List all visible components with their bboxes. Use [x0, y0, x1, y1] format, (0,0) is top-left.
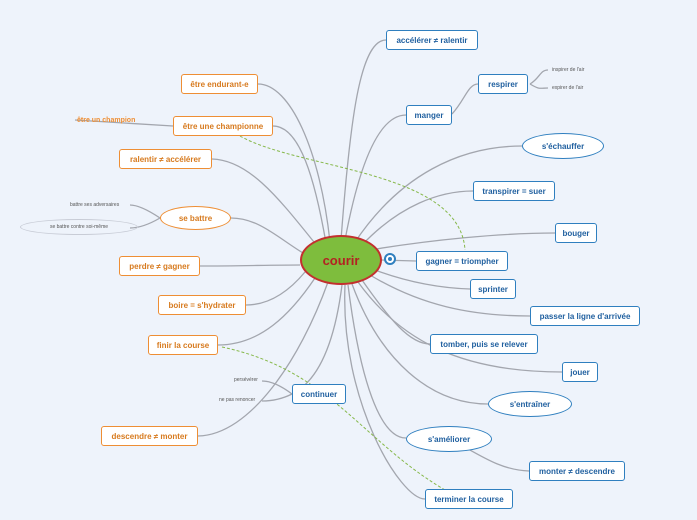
node-accelerer-ralentir[interactable]: accélérer ≠ ralentir	[386, 30, 478, 50]
sub-expirer-de-l-air[interactable]: expirer de l'air	[552, 85, 584, 91]
node-descendre-monter[interactable]: descendre ≠ monter	[101, 426, 198, 446]
node-terminer-la-course[interactable]: terminer la course	[425, 489, 513, 509]
collapse-toggle-icon[interactable]	[384, 253, 396, 265]
sub-ne-pas-renoncer[interactable]: ne pas renoncer	[219, 397, 256, 403]
node-etre-endurant[interactable]: être endurant-e	[181, 74, 258, 94]
node-etre-une-championne[interactable]: être une championne	[173, 116, 273, 136]
node-continuer[interactable]: continuer	[292, 384, 346, 404]
sub-inspirer-de-l-air[interactable]: inspirer de l'air	[552, 67, 585, 73]
sub-se-battre-contre-soi-meme[interactable]: se battre contre soi-même	[20, 219, 138, 235]
node-ralentir-accelerer[interactable]: ralentir ≠ accélérer	[119, 149, 212, 169]
node-s-ameliorer[interactable]: s'améliorer	[406, 426, 492, 452]
node-se-battre[interactable]: se battre	[160, 206, 231, 230]
node-respirer[interactable]: respirer	[478, 74, 528, 94]
node-monter-descendre[interactable]: monter ≠ descendre	[529, 461, 625, 481]
node-passer-la-ligne[interactable]: passer la ligne d'arrivée	[530, 306, 640, 326]
node-s-entrainer[interactable]: s'entraîner	[488, 391, 572, 417]
node-boire-s-hydrater[interactable]: boire = s'hydrater	[158, 295, 246, 315]
sub-battre-ses-adversaires[interactable]: battre ses adversaires	[70, 202, 120, 208]
node-transpirer-suer[interactable]: transpirer = suer	[473, 181, 555, 201]
node-manger[interactable]: manger	[406, 105, 452, 125]
sub-perseverer[interactable]: persévérer	[234, 377, 258, 383]
sub-etre-un-champion[interactable]: être un champion	[77, 116, 136, 124]
node-tomber-se-relever[interactable]: tomber, puis se relever	[430, 334, 538, 354]
node-perdre-gagner[interactable]: perdre ≠ gagner	[119, 256, 200, 276]
node-bouger[interactable]: bouger	[555, 223, 597, 243]
node-sprinter[interactable]: sprinter	[470, 279, 516, 299]
node-s-echauffer[interactable]: s'échauffer	[522, 133, 604, 159]
node-finir-la-course[interactable]: finir la course	[148, 335, 218, 355]
relation-lines	[221, 135, 466, 491]
node-gagner-triompher[interactable]: gagner = triompher	[416, 251, 508, 271]
root-node-courir[interactable]: courir	[300, 235, 382, 285]
node-jouer[interactable]: jouer	[562, 362, 598, 382]
